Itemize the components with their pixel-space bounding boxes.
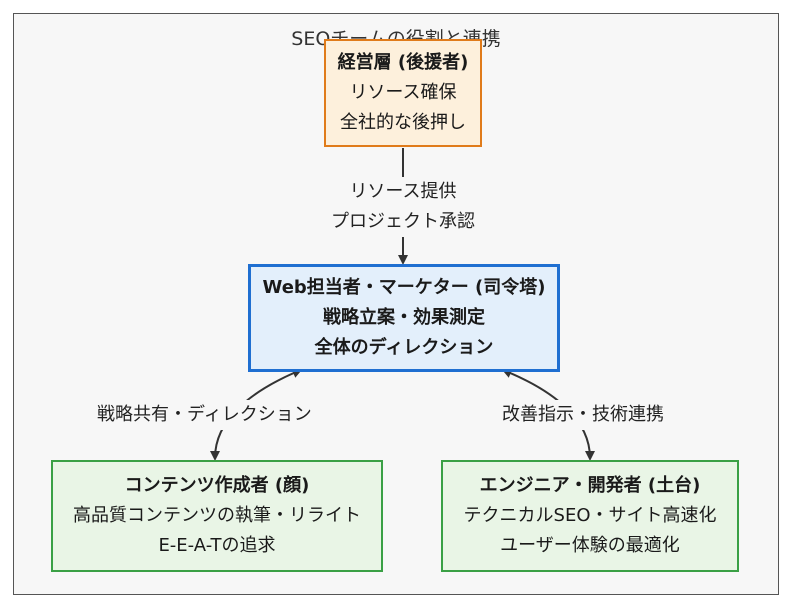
node-web-manager-title: Web担当者・マーケター (司令塔) [262,277,546,298]
node-executive: 経営層 (後援者) リソース確保 全社的な後押し [324,39,482,147]
node-web-manager-line: 全体のディレクション [314,337,494,358]
edge-label-exec-web-line2: プロジェクト承認 [331,211,475,232]
edge-label-web-eng: 改善指示・技術連携 [502,400,664,430]
edge-label-exec-web: リソース提供 プロジェクト承認 [325,177,481,237]
node-content-creator-line: 高品質コンテンツの執筆・リライト [73,505,361,526]
node-engineer-line: テクニカルSEO・サイト高速化 [463,505,717,526]
node-content-creator-line: E-E-A-Tの追求 [158,535,276,556]
node-engineer-line: ユーザー体験の最適化 [500,535,680,556]
node-executive-line: 全社的な後押し [340,112,466,133]
node-web-manager: Web担当者・マーケター (司令塔) 戦略立案・効果測定 全体のディレクション [248,264,560,372]
node-engineer: エンジニア・開発者 (土台) テクニカルSEO・サイト高速化 ユーザー体験の最適… [441,460,739,572]
node-executive-line: リソース確保 [349,82,457,103]
node-executive-title: 経営層 (後援者) [337,52,469,73]
edge-label-web-content: 戦略共有・ディレクション [97,400,312,430]
node-engineer-title: エンジニア・開発者 (土台) [479,475,701,496]
edge-label-exec-web-line1: リソース提供 [349,181,457,202]
node-content-creator: コンテンツ作成者 (顔) 高品質コンテンツの執筆・リライト E-E-A-Tの追求 [51,460,383,572]
node-web-manager-line: 戦略立案・効果測定 [323,307,485,328]
node-content-creator-title: コンテンツ作成者 (顔) [124,475,310,496]
